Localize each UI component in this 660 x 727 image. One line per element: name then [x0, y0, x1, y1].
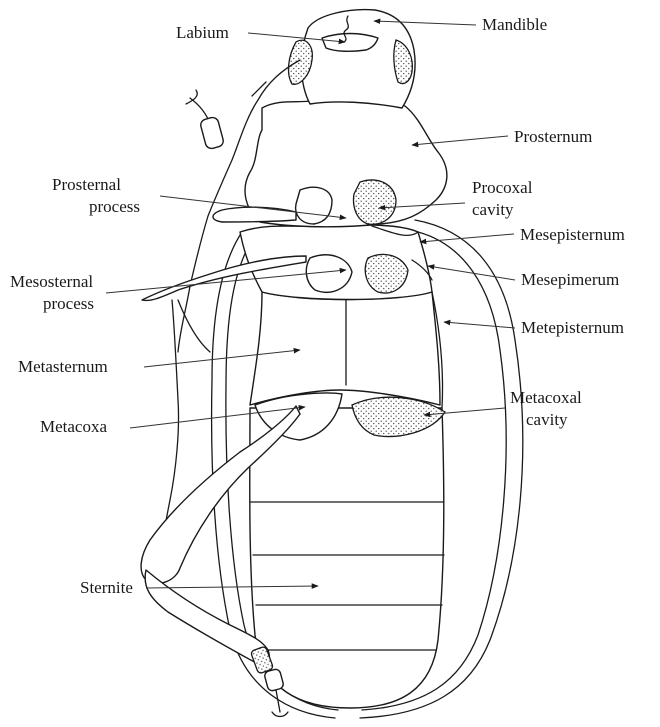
- label-prosternum: Prosternum: [514, 127, 592, 146]
- label-mesepisternum: Mesepisternum: [520, 225, 625, 244]
- label-metacoxa: Metacoxa: [40, 417, 107, 436]
- procoxal-cavity-shape: [354, 180, 396, 224]
- beetle-body: [141, 10, 523, 718]
- label-procoxal-cavity-2: cavity: [472, 200, 514, 219]
- label-mesosternal-process-1: Mesosternal: [10, 272, 93, 291]
- label-mandible: Mandible: [482, 15, 547, 34]
- foreleg: [213, 207, 296, 222]
- label-sternite: Sternite: [80, 578, 133, 597]
- label-mesosternal-process-2: process: [43, 294, 94, 313]
- label-prosternal-process-1: Prosternal: [52, 175, 121, 194]
- label-metacoxal-cavity-1: Metacoxal: [510, 388, 582, 407]
- label-prosternal-process-2: process: [89, 197, 140, 216]
- label-metacoxal-cavity-2: cavity: [526, 410, 568, 429]
- prosternum-plate: [245, 98, 447, 227]
- hindleg-claw: [272, 690, 288, 717]
- leader-metepisternum: [444, 322, 515, 328]
- label-labium: Labium: [176, 23, 229, 42]
- leader-mesepimerum: [428, 266, 515, 280]
- prosternal-process-shape: [296, 187, 332, 224]
- mouthparts: [322, 34, 378, 52]
- abdomen: [250, 408, 444, 708]
- label-metasternum: Metasternum: [18, 357, 108, 376]
- antenna-club: [199, 116, 224, 150]
- label-procoxal-cavity-1: Procoxal: [472, 178, 533, 197]
- label-metepisternum: Metepisternum: [521, 318, 624, 337]
- hindleg-tibia: [145, 570, 269, 665]
- label-mesepimerum: Mesepimerum: [521, 270, 619, 289]
- metasternum-plate: [250, 292, 440, 405]
